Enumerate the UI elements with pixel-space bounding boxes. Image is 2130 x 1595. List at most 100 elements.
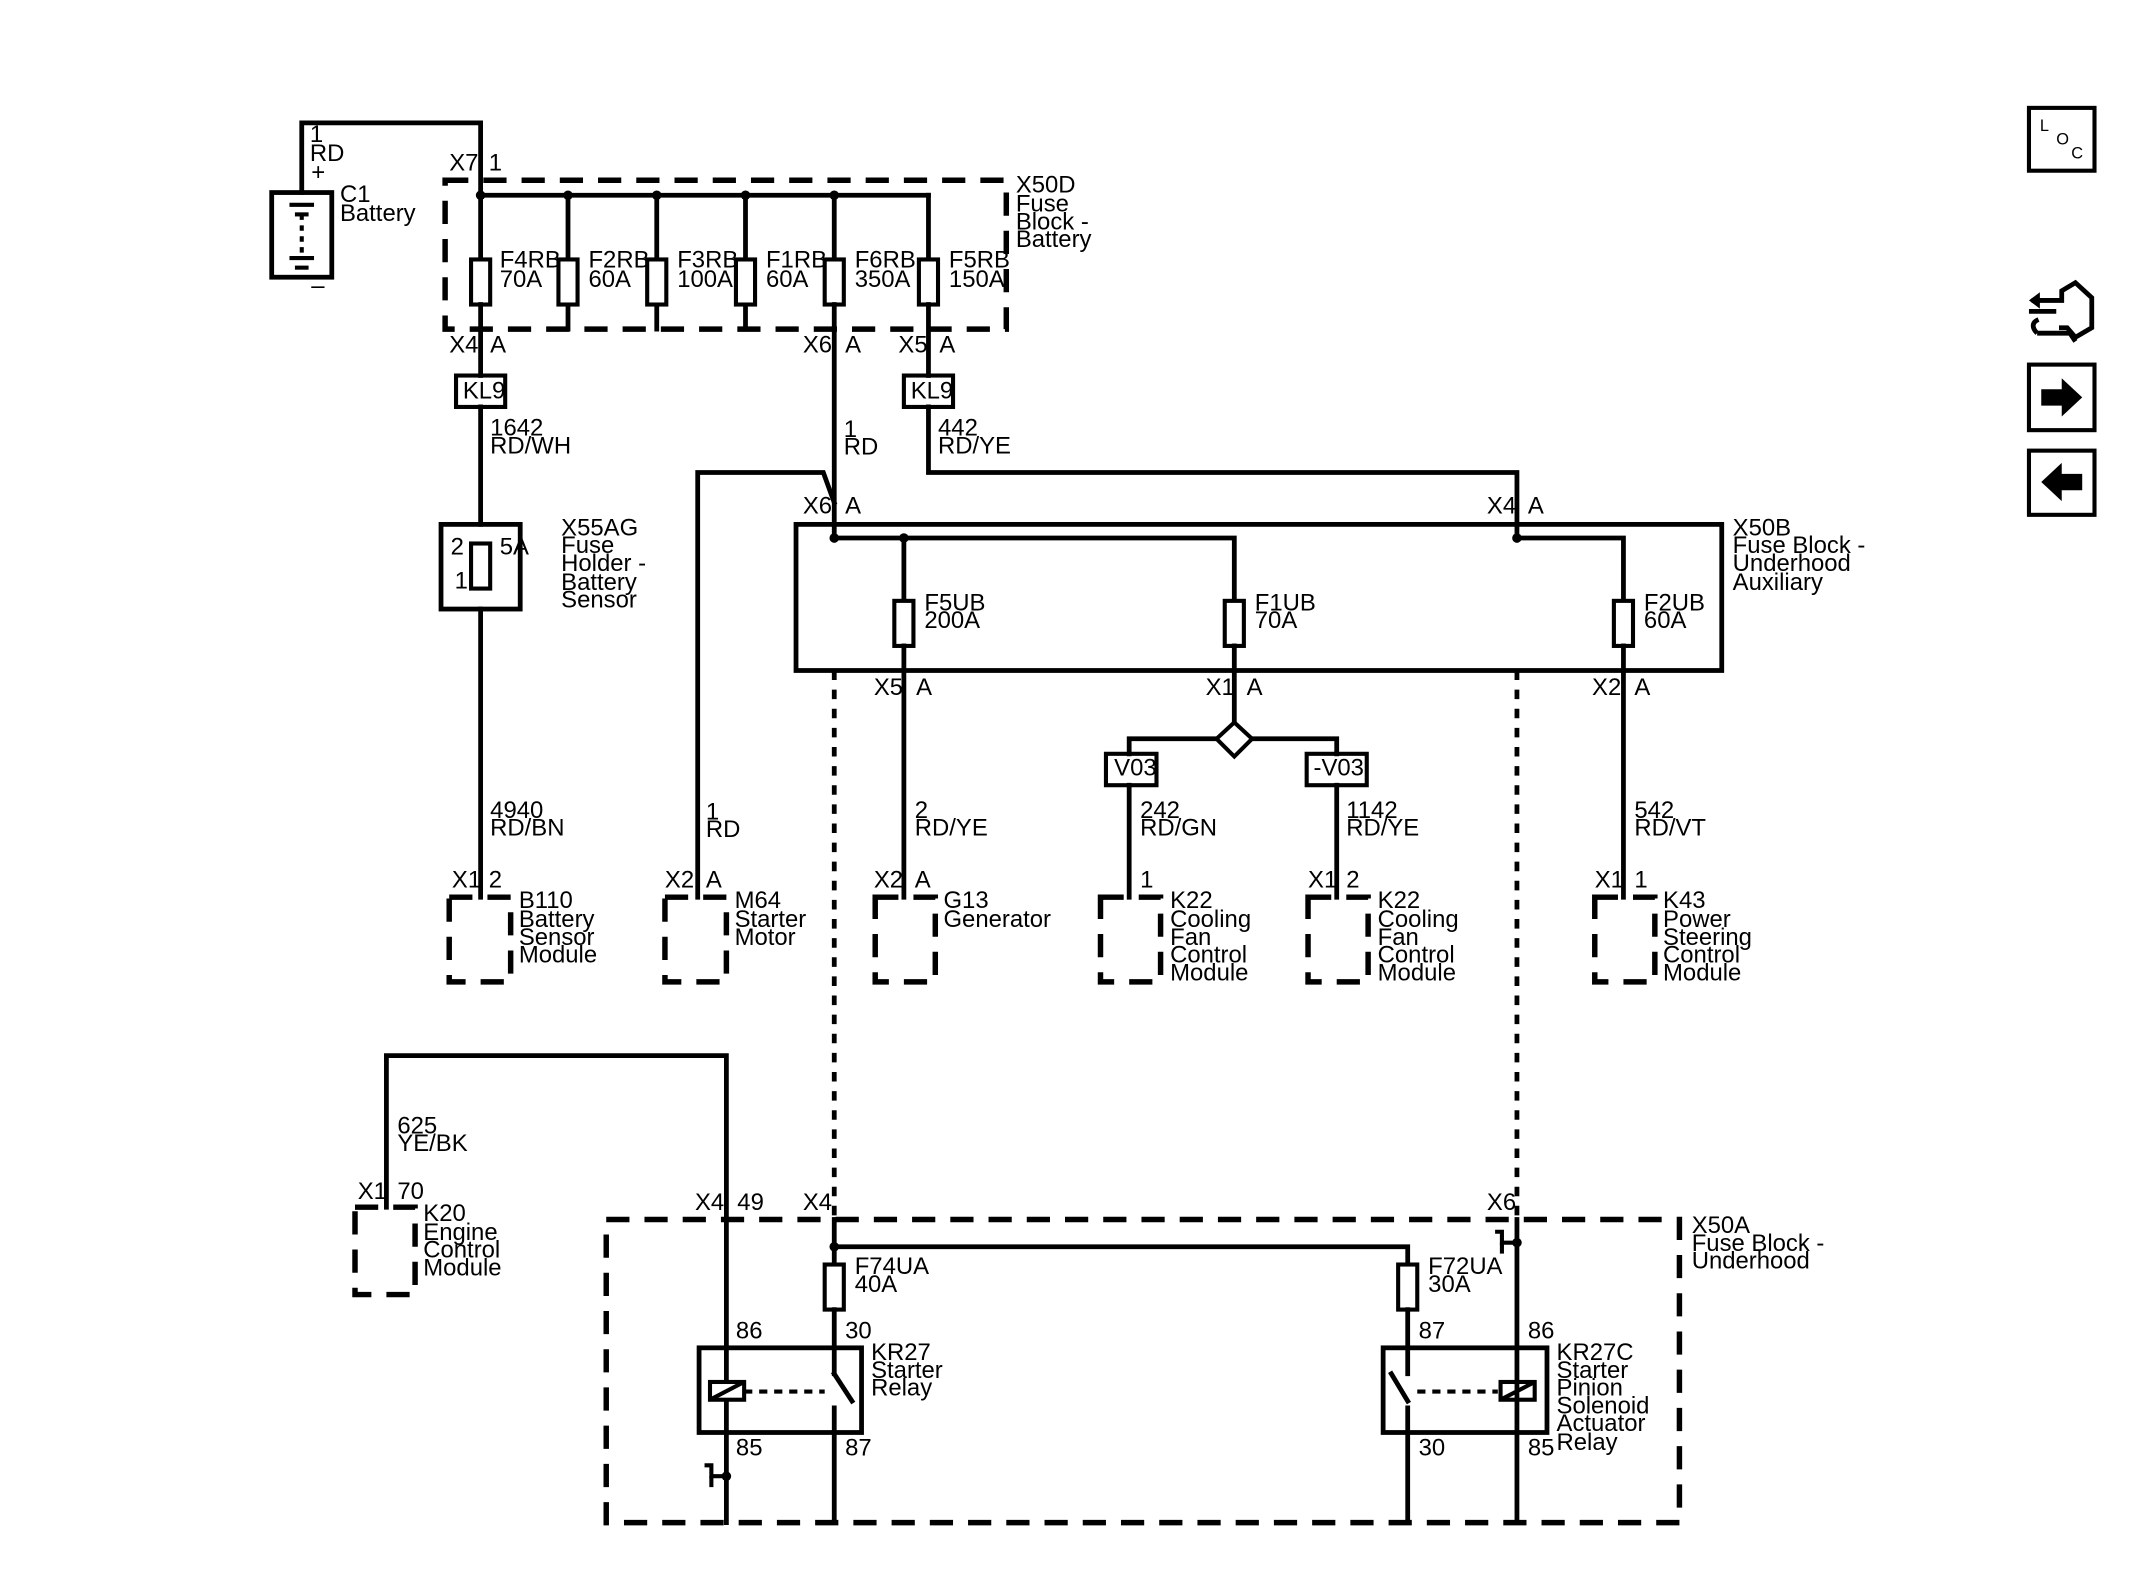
relay-pin: 85 <box>736 1435 763 1462</box>
module-name: Module <box>1663 959 1741 986</box>
fuse-id: F2UB <box>1644 589 1705 616</box>
relay-name: Starter <box>1557 1357 1629 1384</box>
module-b110: X1 2 B110 Battery Sensor Module <box>446 867 597 985</box>
x50b-in-pin: A <box>1528 492 1544 519</box>
x50a-ref: X50A <box>1692 1212 1750 1239</box>
relay-name: Relay <box>871 1375 932 1402</box>
battery: 1 RD + – C1 Battery <box>269 120 484 300</box>
x50d-out-pin: A <box>939 331 955 358</box>
x50d-out-conn: X4 <box>449 331 478 358</box>
x50b-out-pin: A <box>916 674 932 701</box>
relay-kr27c: 87 86 30 85 KR27C Starter Pinion Solenoi… <box>1380 1217 1649 1526</box>
x55ag-name: Battery <box>561 569 637 596</box>
relay-pin: 85 <box>1528 1435 1555 1462</box>
relay-name: Pinion <box>1557 1375 1623 1402</box>
wire-circuit: 2 <box>915 797 928 824</box>
wire-color: RD/YE <box>938 432 1011 459</box>
module-pin: A <box>706 867 722 894</box>
fuse-rating: 70A <box>500 266 543 293</box>
wire-circuit: 1 <box>844 416 857 443</box>
fuse-f2ub: F2UB 60A <box>1611 589 1705 648</box>
wire-color: YE/BK <box>397 1130 467 1157</box>
x50d-name-2: Block - <box>1016 208 1089 235</box>
battery-plus: + <box>311 159 325 186</box>
relay-name: Relay <box>1557 1429 1618 1456</box>
module-name: Control <box>1663 942 1740 969</box>
fuse-holder-x55ag: 2 1 5A X55AG Fuse Holder - Battery Senso… <box>438 514 646 614</box>
x50b-out-conn: X1 <box>1206 674 1235 701</box>
module-name: Cooling <box>1170 906 1251 933</box>
module-name: Module <box>1170 959 1248 986</box>
module-name: Module <box>519 942 597 969</box>
battery-ref: C1 <box>340 181 371 208</box>
x50b-in-pin: A <box>845 492 861 519</box>
fuse-f1rb: F1RB 60A <box>733 247 827 307</box>
loc-button[interactable]: L O C <box>2026 105 2097 173</box>
battery-wire-color: RD <box>310 140 344 167</box>
module-m64: X2 A M64 Starter Motor <box>662 867 806 985</box>
x50b-in-conn: X4 <box>1487 492 1516 519</box>
fuse-block-x50a: X4 49 X4 X6 X50A Fuse Block - Underhood … <box>603 1189 1824 1526</box>
module-name: Sensor <box>519 924 595 951</box>
module-ref: K22 <box>1378 887 1420 914</box>
x50a-conn: X4 <box>803 1189 832 1216</box>
module-name: Generator <box>943 906 1051 933</box>
fuse-id: F74UA <box>855 1253 929 1280</box>
fuse-f74ua: F74UA 40A <box>822 1253 929 1312</box>
module-ref: K22 <box>1170 887 1212 914</box>
x55ag-pin-top: 2 <box>451 533 464 560</box>
x50d-name-1: Fuse <box>1016 191 1069 218</box>
x50b-out-pin: A <box>1247 674 1263 701</box>
x50b-in-conn: X6 <box>803 492 832 519</box>
fuse-block-x50d: X7 1 X50D Fuse Block - Battery F4RB 70A … <box>442 150 1092 358</box>
wire-color: RD/YE <box>915 815 988 842</box>
wire-color: RD/BN <box>490 815 564 842</box>
x50d-conn-top: X7 <box>449 150 478 177</box>
x50a-conn: X6 <box>1487 1189 1516 1216</box>
fuse-f5rb: F5RB 150A <box>916 247 1010 307</box>
x50a-conn: X4 <box>695 1189 724 1216</box>
relay-pin: 86 <box>1528 1317 1555 1344</box>
module-ref: G13 <box>943 887 988 914</box>
fuse-id: F3RB <box>677 247 738 274</box>
fuse-rating: 40A <box>855 1271 898 1298</box>
module-conn: X2 <box>874 867 903 894</box>
module-pin: A <box>915 867 931 894</box>
battery-circuit: 1 <box>310 121 323 148</box>
module-ref: K43 <box>1663 887 1705 914</box>
option-branch: V03 -V03 242 RD/GN 1142 RD/YE <box>1103 668 1419 900</box>
x55ag-name: Fuse <box>561 532 614 559</box>
connector-tool-button[interactable] <box>2028 279 2095 343</box>
x50b-out-conn: X2 <box>1592 674 1621 701</box>
prev-button[interactable] <box>2026 448 2097 517</box>
loc-icon: L O C <box>2040 117 2083 162</box>
x50d-out-pin: A <box>490 331 506 358</box>
module-name: Engine <box>423 1219 497 1246</box>
module-conn: X1 <box>452 867 481 894</box>
wire-circuit: 625 <box>397 1112 437 1139</box>
fuse-rating: 350A <box>855 266 911 293</box>
fuse-rating: 60A <box>588 266 631 293</box>
x55ag-name: Holder - <box>561 550 646 577</box>
module-name: Control <box>1378 942 1455 969</box>
option-not-v03: -V03 <box>1314 755 1364 782</box>
next-button[interactable] <box>2026 362 2097 433</box>
x50d-conn-top-pin: 1 <box>489 150 502 177</box>
module-conn: X2 <box>665 867 694 894</box>
x55ag-pin-bottom: 1 <box>455 568 468 595</box>
x50a-pin: 49 <box>737 1189 764 1216</box>
module-pin: 2 <box>1346 867 1359 894</box>
module-name: Module <box>423 1254 501 1281</box>
module-ref: K20 <box>423 1200 465 1227</box>
fuse-id: F4RB <box>500 247 561 274</box>
module-k22-b: X1 2 K22 Cooling Fan Control Module <box>1305 867 1459 986</box>
module-name: Motor <box>735 924 796 951</box>
relay-pin: 87 <box>845 1435 872 1462</box>
fuse-rating: 200A <box>924 607 980 634</box>
module-name: Power <box>1663 906 1731 933</box>
x50b-name: Fuse Block - <box>1733 532 1866 559</box>
fuse-block-x50b: X6 A X4 A X50B Fuse Block - Underhood Au… <box>793 492 1866 701</box>
loc-letter-c: C <box>2071 144 2083 162</box>
kl9-left: KL9 <box>453 373 508 409</box>
loc-letter-l: L <box>2040 117 2049 135</box>
